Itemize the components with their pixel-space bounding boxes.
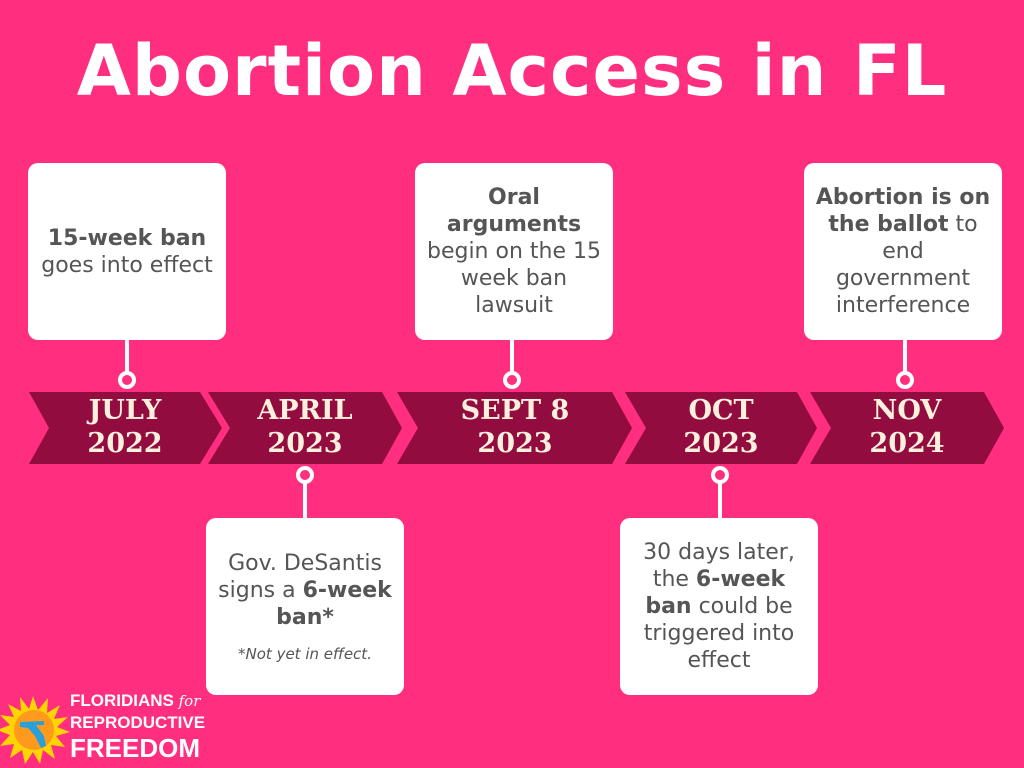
event-card-oct-2023: 30 days later, the 6-week ban could be t… xyxy=(620,518,818,695)
year: 2022 xyxy=(87,428,163,459)
connector xyxy=(903,338,907,373)
event-text: 30 days later, the xyxy=(643,540,795,592)
event-bold: 6-week ban xyxy=(645,567,786,619)
connector-dot xyxy=(896,371,914,389)
year: 2023 xyxy=(267,428,343,459)
month: APRIL xyxy=(257,395,353,426)
chevron-april-2023 xyxy=(208,392,402,464)
event-card-sept-2023: Oral arguments begin on the 15 week ban … xyxy=(415,163,613,340)
event-card-april-2023: Gov. DeSantis signs a 6-week ban* *Not y… xyxy=(206,518,404,695)
connector xyxy=(125,338,129,373)
logo-for: for xyxy=(178,692,201,710)
month: JULY xyxy=(88,395,162,426)
chevron-nov-2024 xyxy=(810,392,1004,464)
event-card-nov-2024: Abortion is on the ballot to end governm… xyxy=(804,163,1002,340)
event-bold: Oral arguments xyxy=(446,185,582,237)
connector xyxy=(718,482,722,520)
year: 2023 xyxy=(477,428,553,459)
chevron-sept-2023 xyxy=(397,392,632,464)
connector-dot xyxy=(118,371,136,389)
month: OCT xyxy=(688,395,754,426)
event-footnote: *Not yet in effect. xyxy=(238,645,372,663)
event-bold: 15-week ban xyxy=(47,225,207,251)
organization-logo: FLORIDIANS for REPRODUCTIVE FREEDOM xyxy=(70,690,205,762)
chevron-oct-2023 xyxy=(625,392,817,464)
year: 2023 xyxy=(683,428,759,459)
connector-dot xyxy=(711,466,729,484)
event-text: to end government interference xyxy=(835,212,978,318)
event-text: goes into effect xyxy=(41,252,213,278)
connector-dot xyxy=(503,371,521,389)
chevron-july-2022 xyxy=(29,392,222,464)
logo-line-3: FREEDOM xyxy=(70,733,200,763)
event-bold: 6-week ban* xyxy=(276,578,392,630)
event-card-july-2022: 15-week ban goes into effect xyxy=(28,163,226,340)
logo-line-1: FLORIDIANS xyxy=(70,691,174,710)
event-bold: Abortion is on the ballot xyxy=(815,185,991,237)
connector xyxy=(510,338,514,373)
connector-dot xyxy=(296,466,314,484)
sun-florida-logo-icon xyxy=(0,696,70,764)
year: 2024 xyxy=(869,428,945,459)
event-text: begin on the 15 week ban lawsuit xyxy=(426,239,601,318)
logo-line-2: REPRODUCTIVE xyxy=(70,713,206,732)
connector xyxy=(303,482,307,520)
page-title: Abortion Access in FL xyxy=(76,30,948,112)
month: SEPT 8 xyxy=(460,395,570,426)
event-text: could be triggered into effect xyxy=(643,594,795,673)
month: NOV xyxy=(872,395,942,426)
event-text: Gov. DeSantis signs a xyxy=(218,551,382,603)
